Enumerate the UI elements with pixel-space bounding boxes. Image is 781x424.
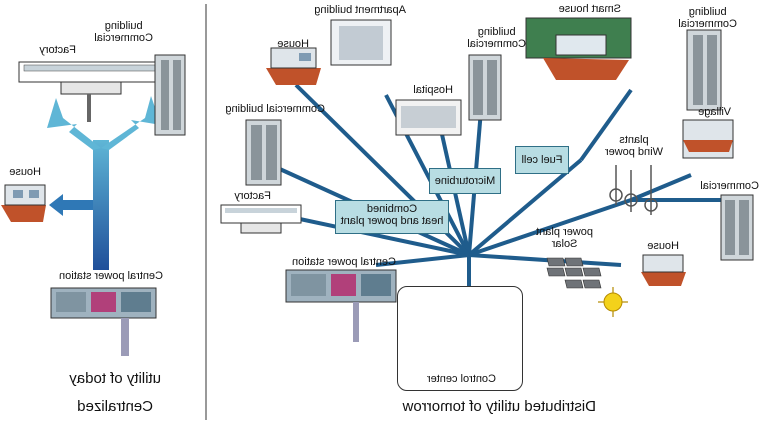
commercial-label-left-line1: Commercial (94, 32, 153, 44)
factory-label-left: Factory (39, 44, 76, 56)
centralized-arrow (47, 96, 161, 270)
commercial-right-label-line2: building (688, 6, 727, 18)
solar-label-line1: Solar (551, 238, 578, 250)
solar-label: power plant Solar (536, 226, 593, 250)
wind-label-line1: Wind power (604, 146, 663, 158)
commercial-building-icon-left (154, 54, 186, 136)
commercial-right-label: building Commercial (678, 6, 737, 30)
power-station-label-left: Central power station (59, 270, 163, 282)
power-station-icon-left (50, 287, 157, 356)
house-icon-top (266, 47, 321, 85)
commercial-left-label: Commercial building (225, 103, 325, 115)
distributed-title: Distributed utility of tomorrow (402, 398, 596, 415)
hospital-label: Hospital (413, 84, 453, 96)
house-icon-bottom (641, 254, 686, 286)
commercial-label-left-line2: building (104, 20, 143, 32)
village-icon (682, 119, 734, 159)
commercial-top-label: building Commercial (467, 26, 526, 50)
microturbine-label: Microturbine (434, 175, 496, 187)
wind-label-line2: plants (619, 134, 649, 146)
house-label-left: House (9, 166, 41, 178)
line-to-wind (468, 198, 632, 257)
chp-label-line1: Combined (366, 203, 418, 215)
hospital-icon (395, 99, 462, 136)
centralized-subtitle: utility of today (69, 370, 161, 387)
commercial-building-icon-top (468, 54, 502, 121)
village-label: Village (698, 106, 731, 118)
house-top-label: House (277, 38, 309, 50)
line-to-fuel-cell (467, 158, 583, 257)
house-bottom-label: House (647, 240, 679, 252)
sun-icon (598, 287, 628, 317)
wind-label: plants Wind power (605, 134, 663, 158)
factory-label-distributed: Factory (234, 190, 271, 202)
commercial-building-icon-left2 (245, 119, 282, 186)
chp-label-line2: heat and power plant (340, 215, 444, 227)
commercial-label-left: building Commercial (94, 20, 153, 44)
apartment-building-icon (330, 19, 392, 66)
smart-house-label: Smart house (558, 3, 621, 15)
smart-house-icon (525, 17, 632, 80)
fuel-cell-box: Fuel cell (515, 146, 569, 174)
central-station-label: Central power station (292, 256, 396, 268)
commercial-right-label-line1: Commercial (678, 18, 737, 30)
microturbine-box: Microturbine (429, 168, 501, 194)
solar-power-icon (546, 257, 602, 289)
line-to-factory (280, 213, 470, 257)
house-icon-left (1, 184, 46, 222)
solar-label-line2: power plant (536, 226, 593, 238)
centralized-title: Centralized (77, 398, 153, 415)
factory-icon-distributed (220, 204, 302, 234)
commercial-building-icon-mid (720, 194, 754, 261)
line-to-house-bottom (468, 253, 622, 267)
wind-power-icon (609, 165, 658, 215)
commercial-mid-label: Commercial (700, 180, 759, 192)
chp-box: Combined heat and power plant (335, 200, 449, 234)
power-station-icon-distributed (285, 269, 397, 342)
line-to-central-station (375, 253, 470, 267)
commercial-building-icon-topright (686, 29, 722, 111)
apartment-label: Apartment building (314, 4, 406, 16)
commercial-top-label-line2: building (477, 26, 516, 38)
control-center-label: Control center (426, 373, 496, 385)
commercial-top-label-line1: Commercial (467, 38, 526, 50)
fuel-cell-label: Fuel cell (521, 154, 563, 166)
factory-icon-left (18, 61, 162, 122)
